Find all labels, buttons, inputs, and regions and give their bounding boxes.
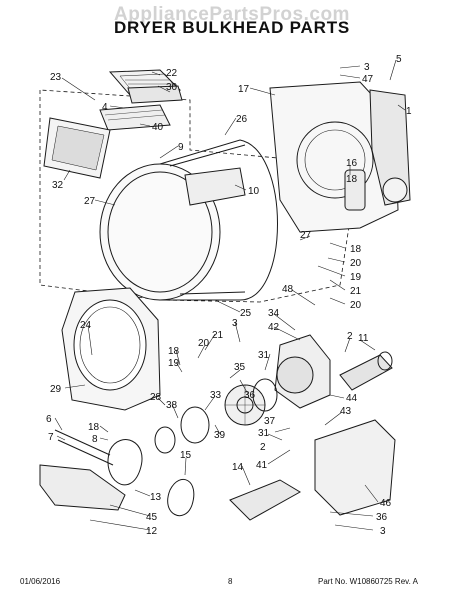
callout-label: 31 bbox=[258, 428, 270, 439]
callout-label: 19 bbox=[350, 272, 362, 283]
callout-label: 26 bbox=[236, 114, 248, 125]
callout-label: 15 bbox=[180, 450, 192, 461]
callout-label: 5 bbox=[396, 54, 402, 65]
callout-label: 48 bbox=[282, 284, 294, 295]
toe-panel-part bbox=[39, 464, 126, 511]
callout-label: 37 bbox=[264, 416, 276, 427]
callout-label: 9 bbox=[178, 142, 184, 153]
watermark: AppliancePartsPros.com bbox=[114, 4, 350, 25]
callout-label: 38 bbox=[166, 400, 178, 411]
callout-label: 39 bbox=[214, 430, 226, 441]
drum-part bbox=[99, 139, 278, 301]
callout-label: 44 bbox=[346, 393, 358, 404]
callout-label: 23 bbox=[50, 72, 62, 83]
callout-label: 2 bbox=[260, 442, 266, 453]
callout-label: 22 bbox=[166, 68, 178, 79]
motor-part bbox=[339, 351, 393, 391]
callout-label: 42 bbox=[268, 322, 280, 333]
callout-label: 24 bbox=[80, 320, 92, 331]
callout-label: 4 bbox=[102, 102, 108, 113]
seal-rings-part bbox=[154, 378, 278, 454]
callout-label: 3 bbox=[364, 62, 370, 73]
callout-numbers: 22 23 30 4 40 32 9 27 26 10 17 3 47 5 1 … bbox=[46, 54, 412, 537]
callout-label: 25 bbox=[240, 308, 252, 319]
callout-label: 6 bbox=[46, 414, 52, 425]
grille-part bbox=[99, 85, 183, 131]
callout-label: 40 bbox=[152, 122, 164, 133]
rear-bulkhead-part bbox=[269, 81, 399, 233]
callout-label: 11 bbox=[358, 333, 369, 344]
callout-label: 8 bbox=[92, 434, 98, 445]
callout-label: 19 bbox=[168, 358, 180, 369]
front-bulkhead-part bbox=[61, 287, 161, 411]
callout-label: 30 bbox=[166, 82, 178, 93]
callout-label: 10 bbox=[248, 186, 260, 197]
drive-belt-part bbox=[107, 439, 195, 517]
lint-screen-part bbox=[43, 117, 111, 179]
callout-label: 35 bbox=[234, 362, 246, 373]
callout-label: 18 bbox=[168, 346, 180, 357]
heater-duct-part bbox=[369, 89, 411, 206]
front-rails-part bbox=[54, 429, 114, 466]
callout-label: 20 bbox=[198, 338, 210, 349]
callout-label: 36 bbox=[376, 512, 388, 523]
callout-label: 21 bbox=[350, 286, 362, 297]
callout-label: 27 bbox=[84, 196, 96, 207]
callout-label: 13 bbox=[150, 492, 162, 503]
callout-label: 21 bbox=[212, 330, 224, 341]
callout-label: 28 bbox=[150, 392, 162, 403]
callout-label: 41 bbox=[256, 460, 268, 471]
callout-label: 45 bbox=[146, 512, 158, 523]
callout-label: 29 bbox=[50, 384, 62, 395]
callout-label: 47 bbox=[362, 74, 374, 85]
footer-date: 01/06/2016 bbox=[20, 577, 61, 586]
callout-label: 46 bbox=[380, 498, 392, 509]
base-rail-part bbox=[314, 419, 396, 516]
callout-leaders bbox=[54, 59, 406, 531]
callout-label: 43 bbox=[340, 406, 352, 417]
callout-label: 3 bbox=[232, 318, 238, 329]
callout-label: 1 bbox=[406, 106, 412, 117]
page-title: DRYER BULKHEAD PARTS bbox=[113, 18, 351, 37]
callout-label: 18 bbox=[350, 244, 362, 255]
callout-label: 14 bbox=[232, 462, 244, 473]
callout-label: 7 bbox=[48, 432, 54, 443]
callout-label: 16 bbox=[346, 158, 358, 169]
blower-wheel-part bbox=[224, 384, 266, 426]
callout-label: 12 bbox=[146, 526, 158, 537]
callout-label: 17 bbox=[238, 84, 250, 95]
callout-label: 18 bbox=[346, 174, 358, 185]
callout-label: 32 bbox=[52, 180, 64, 191]
callout-label: 36 bbox=[244, 390, 256, 401]
blower-housing-part bbox=[274, 334, 331, 409]
callout-label: 34 bbox=[268, 308, 280, 319]
callout-label: 3 bbox=[380, 526, 386, 537]
footer-page-number: 8 bbox=[228, 577, 233, 586]
callout-label: 33 bbox=[210, 390, 222, 401]
callout-label: 20 bbox=[350, 300, 362, 311]
callout-label: 20 bbox=[350, 258, 362, 269]
callout-label: 31 bbox=[258, 350, 270, 361]
idler-bracket-part bbox=[229, 479, 301, 521]
callout-label: 2 bbox=[347, 331, 353, 342]
footer-part-number: Part No. W10860725 Rev. A bbox=[318, 577, 418, 586]
callout-label: 27 bbox=[300, 230, 312, 241]
callout-label: 18 bbox=[88, 422, 100, 433]
